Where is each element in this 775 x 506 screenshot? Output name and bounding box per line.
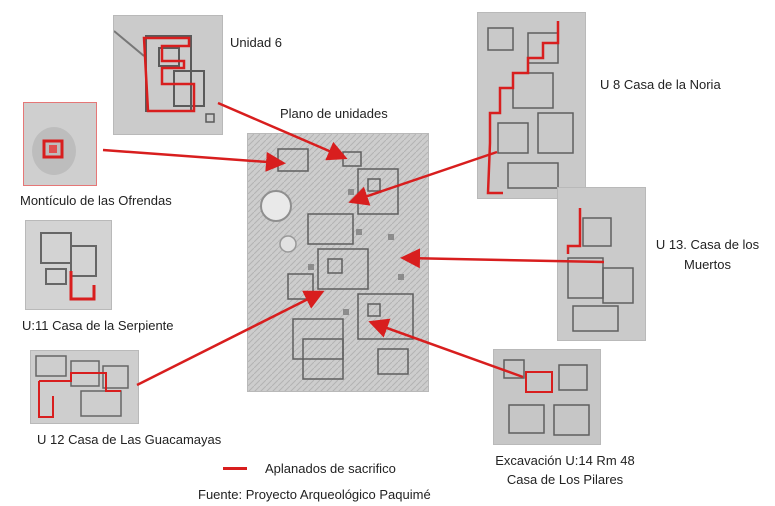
legend-swatch — [223, 467, 247, 470]
label-noria: U 8 Casa de la Noria — [600, 77, 721, 92]
central-site-plan — [247, 133, 429, 392]
label-pilares-line1: Excavación U:14 Rm 48 — [495, 453, 635, 468]
label-unidad-6: Unidad 6 — [230, 35, 283, 50]
label-muertos-line2: Muertos — [684, 257, 731, 272]
label-pilares-line2: Casa de Los Pilares — [506, 472, 624, 487]
label-guacamayas: U 12 Casa de Las Guacamayas — [37, 432, 222, 447]
thumb-muertos — [557, 187, 646, 341]
source-credit: Fuente: Proyecto Arqueológico Paquimé — [198, 487, 431, 502]
thumb-monticulo — [23, 102, 97, 186]
label-muertos-line1: U 13. Casa de los — [655, 237, 760, 252]
thumb-guacamayas — [30, 350, 139, 424]
thumb-pilares — [493, 349, 601, 445]
legend-label: Aplanados de sacrifico — [265, 461, 396, 476]
thumb-unidad-6 — [113, 15, 223, 135]
label-serpiente: U:11 Casa de la Serpiente — [22, 318, 174, 333]
thumb-noria — [477, 12, 586, 199]
thumb-serpiente — [25, 220, 112, 310]
plan-title: Plano de unidades — [280, 106, 388, 121]
label-monticulo: Montículo de las Ofrendas — [20, 193, 172, 208]
